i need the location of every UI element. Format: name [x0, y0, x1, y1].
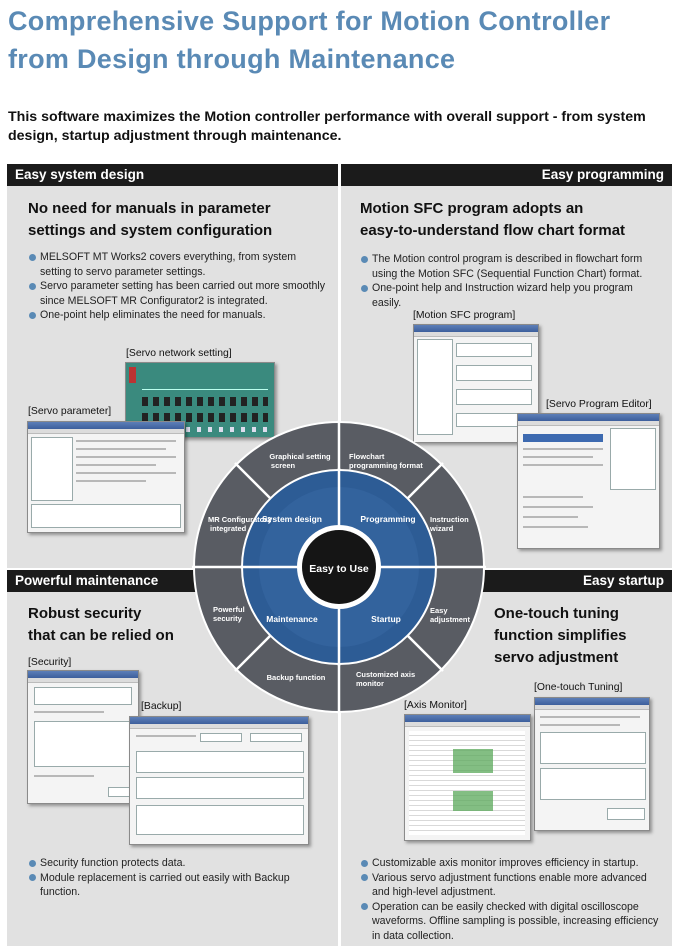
wheel-label-instruction-1: Instruction	[430, 515, 469, 524]
motion-sfc-screenshot	[413, 324, 539, 443]
design-heading: No need for manuals in parameter setting…	[28, 198, 272, 242]
wheel-label-easy-adjustment-2: adjustment	[430, 615, 471, 624]
wheel-label-axis-monitor-1: Customized axis	[356, 670, 415, 679]
programming-bullets: The Motion control program is described …	[360, 252, 660, 310]
startup-heading-line-3: servo adjustment	[494, 649, 619, 666]
wheel-label-system-design: System design	[262, 514, 322, 524]
list-item: MELSOFT MT Works2 covers everything, fro…	[28, 250, 328, 279]
servo-program-editor-screenshot	[517, 413, 660, 549]
startup-heading: One-touch tuning function simplifies ser…	[494, 603, 627, 669]
wheel-label-graphical-setting-2: screen	[271, 461, 296, 470]
startup-bullets: Customizable axis monitor improves effic…	[360, 856, 660, 943]
design-bullets: MELSOFT MT Works2 covers everything, fro…	[28, 250, 328, 323]
title-line-2: from Design through Maintenance	[8, 44, 456, 74]
startup-heading-line-1: One-touch tuning	[494, 605, 619, 622]
wheel-label-maintenance: Maintenance	[266, 614, 318, 624]
list-item: Operation can be easily checked with dig…	[360, 900, 660, 944]
header-easy-system-design: Easy system design	[7, 164, 338, 186]
list-item: Servo parameter setting has been carried…	[28, 279, 328, 308]
caption-servo-program-editor: [Servo Program Editor]	[546, 399, 652, 410]
wheel-label-backup-function: Backup function	[267, 673, 326, 682]
maintenance-heading-line-2: that can be relied on	[28, 627, 174, 644]
servo-parameter-screenshot	[27, 421, 185, 533]
maintenance-heading: Robust security that can be relied on	[28, 603, 174, 647]
wheel-center-label: Easy to Use	[309, 563, 369, 575]
caption-backup: [Backup]	[141, 701, 182, 712]
list-item: Module replacement is carried out easily…	[28, 871, 318, 900]
list-item: One-point help and Instruction wizard he…	[360, 281, 660, 310]
caption-axis-monitor: [Axis Monitor]	[404, 700, 467, 711]
caption-servo-network: [Servo network setting]	[126, 348, 232, 359]
wheel-label-easy-adjustment-1: Easy	[430, 606, 448, 615]
maintenance-bullets: Security function protects data. Module …	[28, 856, 318, 900]
wheel-label-programming: Programming	[360, 514, 415, 524]
security-screenshot	[27, 670, 139, 804]
intro-text: This software maximizes the Motion contr…	[8, 109, 646, 144]
wheel-label-powerful-security-2: security	[213, 614, 243, 623]
wheel-label-mr-configurator-1: MR Configurator2	[208, 515, 271, 524]
list-item: Customizable axis monitor improves effic…	[360, 856, 660, 871]
wheel-label-flowchart-2: programming format	[349, 461, 423, 470]
design-heading-line-1: No need for manuals in parameter	[28, 200, 271, 217]
header-easy-programming: Easy programming	[341, 164, 672, 186]
list-item: The Motion control program is described …	[360, 252, 660, 281]
caption-one-touch-tuning: [One-touch Tuning]	[534, 682, 623, 693]
caption-motion-sfc: [Motion SFC program]	[413, 310, 516, 321]
wheel-label-graphical-setting-1: Graphical setting	[269, 452, 331, 461]
title-line-1: Comprehensive Support for Motion Control…	[8, 6, 611, 36]
caption-security: [Security]	[28, 657, 72, 668]
design-heading-line-2: settings and system configuration	[28, 222, 273, 239]
maintenance-heading-line-1: Robust security	[28, 605, 142, 622]
programming-heading-line-2: easy-to-understand flow chart format	[360, 222, 626, 239]
backup-screenshot	[129, 716, 309, 845]
axis-monitor-screenshot	[404, 714, 531, 841]
list-item: Various servo adjustment functions enabl…	[360, 871, 660, 900]
wheel-center	[297, 525, 381, 609]
caption-servo-parameter: [Servo parameter]	[28, 406, 112, 417]
wheel-label-axis-monitor-2: monitor	[356, 679, 384, 688]
wheel-label-mr-configurator-2: integrated	[210, 524, 247, 533]
wheel-label-instruction-2: wizard	[429, 524, 454, 533]
wheel-label-startup: Startup	[371, 614, 401, 624]
wheel-label-flowchart-1: Flowchart	[349, 452, 385, 461]
list-item: Security function protects data.	[28, 856, 318, 871]
programming-heading: Motion SFC program adopts an easy-to-und…	[360, 198, 625, 242]
startup-heading-line-2: function simplifies	[494, 627, 627, 644]
programming-heading-line-1: Motion SFC program adopts an	[360, 200, 584, 217]
wheel-label-powerful-security-1: Powerful	[213, 605, 245, 614]
one-touch-tuning-screenshot	[534, 697, 650, 831]
list-item: One-point help eliminates the need for m…	[28, 308, 328, 323]
page-title: Comprehensive Support for Motion Control…	[8, 2, 610, 78]
